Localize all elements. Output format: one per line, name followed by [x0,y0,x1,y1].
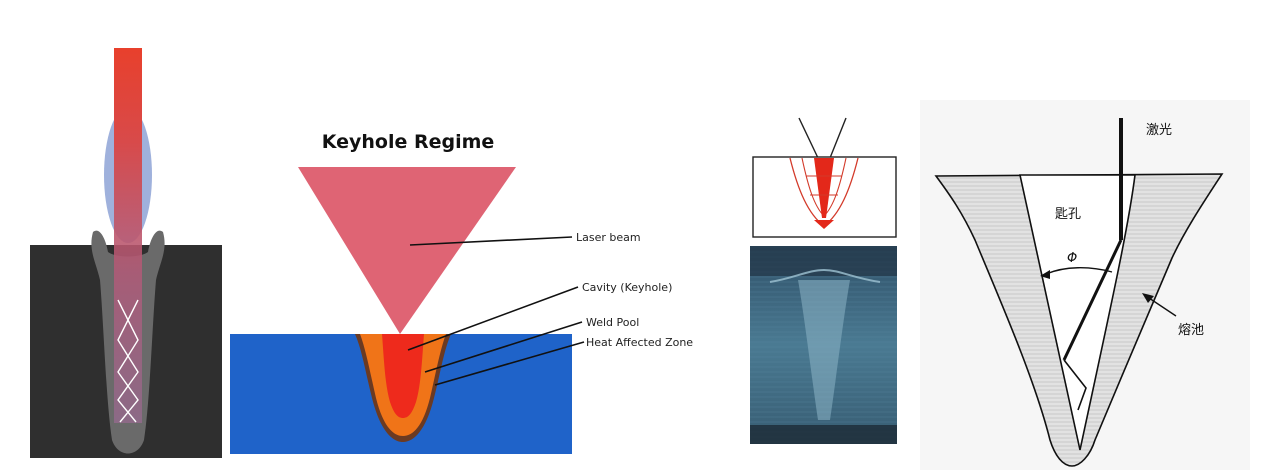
leader-laser-beam [409,236,573,246]
label-haz: Heat Affected Zone [586,336,693,349]
label-keyhole: 匙孔 [1055,207,1081,222]
keyhole-red [814,158,834,218]
label-molten-pool: 熔池 [1178,323,1204,338]
leader-cavity [407,286,579,351]
label-angle: Φ [1067,251,1077,266]
angle-arc [1045,267,1113,275]
angle-arrowhead [1040,270,1050,279]
beam-edge-left [798,117,819,159]
keyhole-tip [814,220,834,229]
leader-molten-pool-arrowhead [1142,293,1154,303]
laser-beam-cone [298,167,516,334]
label-laser-beam: Laser beam [576,231,641,244]
label-weld-pool: Weld Pool [586,316,639,329]
laser-beam [114,48,142,423]
laser-ray-reflected [1062,239,1123,361]
weld-bead-crown [769,268,881,283]
beam-edge-right [829,117,847,159]
laser-ray-tail [1063,359,1087,411]
beam-reflection-path-2 [117,299,139,423]
keyhole-region [1019,174,1136,451]
leader-haz [434,341,585,386]
panel-title: Keyhole Regime [322,131,495,153]
macro-top-band [750,246,897,276]
keyhole-cavity [382,334,424,418]
panel-1-keyhole-schematic [30,48,222,458]
beam-reflection-path [117,299,139,423]
panel-2-keyhole-regime: Keyhole Regime Laser beam Cavity (Keyhol… [230,131,693,454]
panel-3-weld-schematic [750,117,897,444]
macro-bottom-band [750,425,897,444]
fusion-zone [798,280,850,420]
panel-4-v-cross-section: 激光 匙孔 Φ 熔池 [920,100,1250,470]
label-cavity: Cavity (Keyhole) [582,281,672,294]
label-laser: 激光 [1146,123,1172,138]
leader-weld-pool [424,321,583,373]
